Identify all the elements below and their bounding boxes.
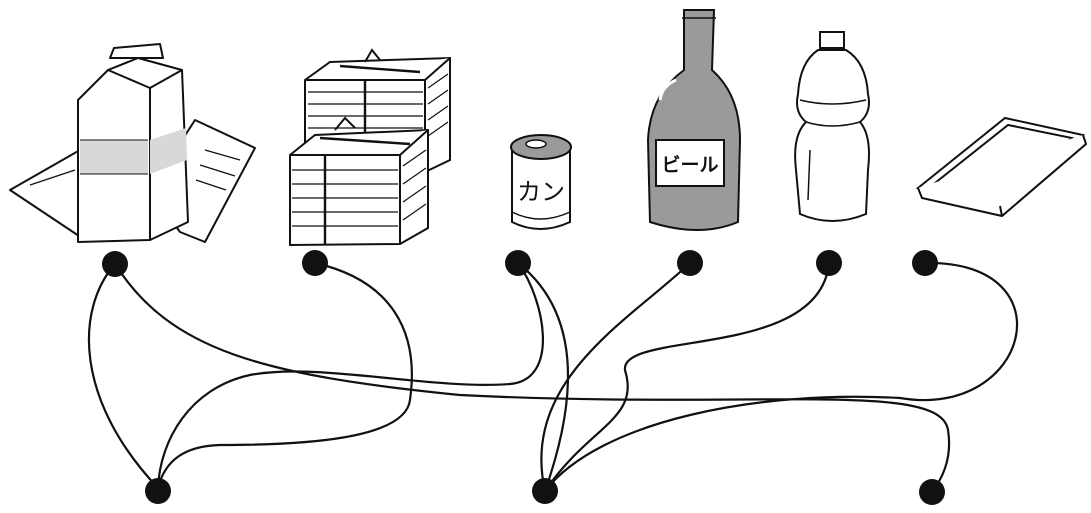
- connector-can-to-left: [156, 262, 544, 489]
- dot-milk-carton[interactable]: [102, 251, 128, 277]
- dot-beer-bottle[interactable]: [677, 250, 703, 276]
- can-label: カン: [517, 178, 565, 206]
- dot-bottom-right[interactable]: [919, 479, 945, 505]
- beer-label: ビール: [661, 154, 718, 176]
- milk-carton-icon: [9, 43, 256, 243]
- dot-can[interactable]: [505, 250, 531, 276]
- can-icon: カン: [510, 134, 572, 230]
- food-tray-icon: [915, 116, 1088, 218]
- newspaper-bundle-icon: [289, 48, 451, 247]
- dot-bottom-center[interactable]: [532, 478, 558, 504]
- pet-bottle-icon: [794, 31, 870, 222]
- dot-food-tray[interactable]: [912, 250, 938, 276]
- bottom-dots: [145, 478, 945, 505]
- connector-milk-to-right: [114, 263, 951, 493]
- connector-can-to-center: [517, 262, 570, 492]
- dot-pet-bottle[interactable]: [816, 250, 842, 276]
- connector-beer-to-center: [540, 262, 691, 492]
- beer-bottle-icon: ビール: [646, 9, 742, 231]
- connector-news-to-left: [156, 261, 413, 489]
- connector-tray-to-center: [544, 261, 1019, 492]
- top-dots: [102, 250, 938, 277]
- connection-lines: [87, 261, 1019, 493]
- dot-bottom-left[interactable]: [145, 478, 171, 504]
- connector-pet-to-center: [544, 262, 831, 492]
- dot-newspaper[interactable]: [302, 250, 328, 276]
- connector-milk-to-left: [87, 263, 159, 489]
